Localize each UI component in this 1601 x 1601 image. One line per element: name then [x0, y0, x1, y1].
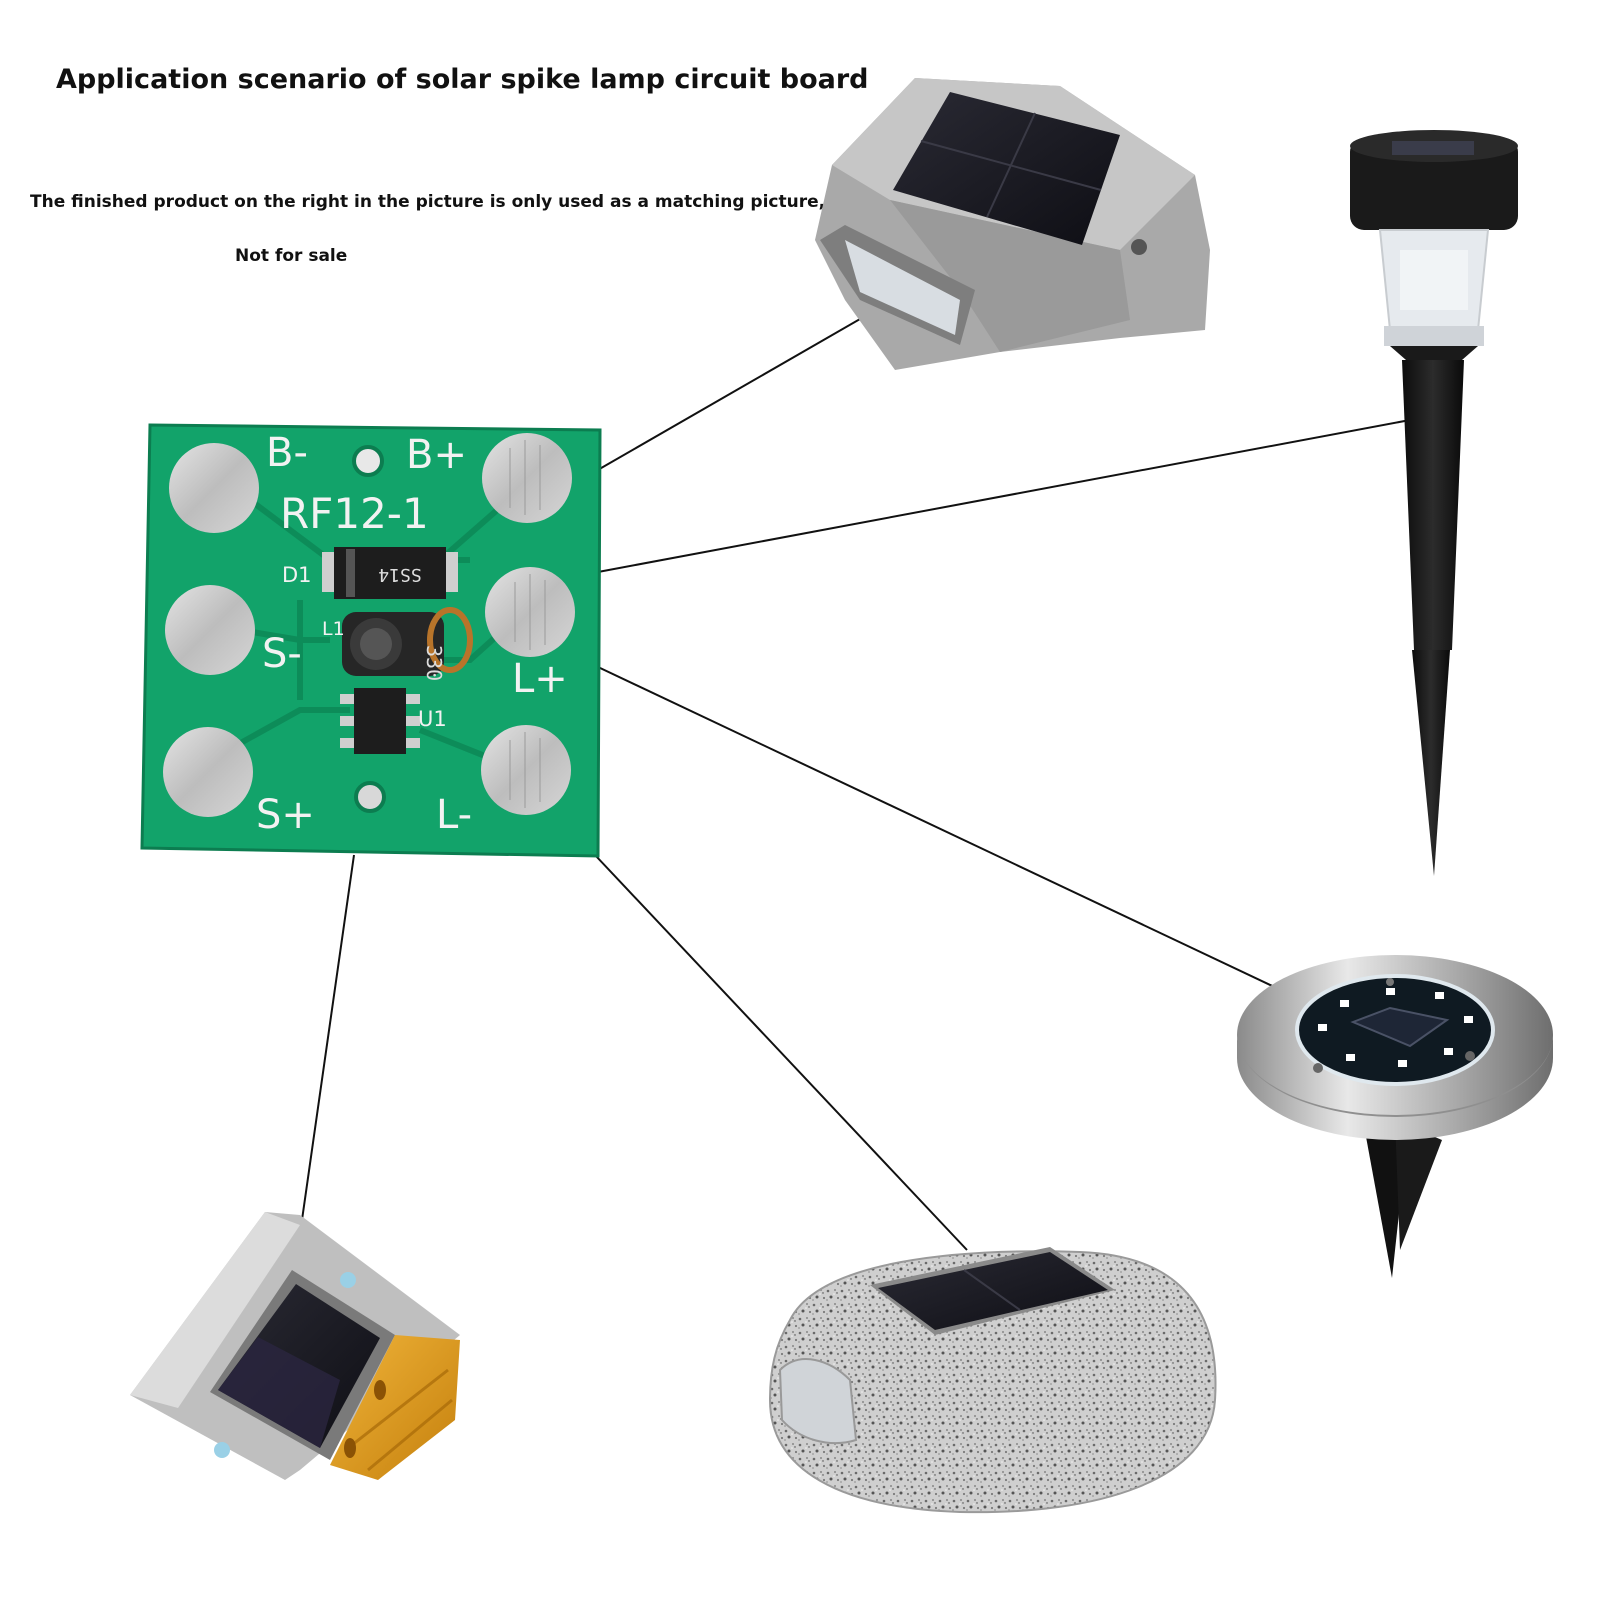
pad-s-minus — [165, 585, 255, 675]
inductor-l1: 330 — [342, 607, 473, 681]
label-s-plus: S+ — [256, 792, 315, 838]
page-title: Application scenario of solar spike lamp… — [56, 64, 869, 95]
disclaimer-line-1: The finished product on the right in the… — [30, 192, 826, 212]
connector-lines — [295, 299, 1411, 1263]
disclaimer-line-2: Not for sale — [235, 246, 348, 266]
pad-s-plus — [163, 727, 253, 817]
amber-stud-icon — [130, 1212, 460, 1480]
pad-b-minus — [169, 443, 259, 533]
stone-light-icon — [768, 1247, 1217, 1514]
board-model-label: RF12-1 — [280, 489, 429, 538]
mounting-hole-bottom — [354, 781, 386, 813]
label-b-plus: B+ — [406, 432, 467, 478]
label-l-minus: L- — [436, 792, 472, 838]
label-u1: U1 — [418, 707, 447, 731]
label-s-minus: S- — [262, 631, 302, 677]
label-l-plus: L+ — [512, 656, 568, 702]
inductor-marking: 330 — [422, 645, 446, 681]
diode-d1: SS14 — [322, 547, 458, 599]
label-d1: D1 — [282, 563, 312, 587]
pad-b-plus — [482, 433, 572, 523]
label-b-minus: B- — [266, 430, 308, 476]
connector-line-road-stud — [595, 299, 894, 472]
mounting-hole-top — [352, 445, 384, 477]
disk-light-icon — [1237, 955, 1553, 1278]
label-l1: L1 — [322, 618, 345, 640]
stake-lamp-icon — [1350, 130, 1518, 876]
connector-line-disk-light — [597, 666, 1341, 1019]
diode-marking: SS14 — [378, 564, 421, 585]
connector-line-amber-stud — [295, 854, 355, 1263]
road-stud-icon — [815, 78, 1210, 370]
ic-u1 — [340, 688, 420, 754]
connector-line-stone-light — [594, 854, 968, 1251]
circuit-board: SS14 330 B- B+ RF12-1 D1 L1 S- L+ U1 S+ … — [140, 423, 602, 858]
connector-line-stake-lamp — [597, 419, 1411, 573]
